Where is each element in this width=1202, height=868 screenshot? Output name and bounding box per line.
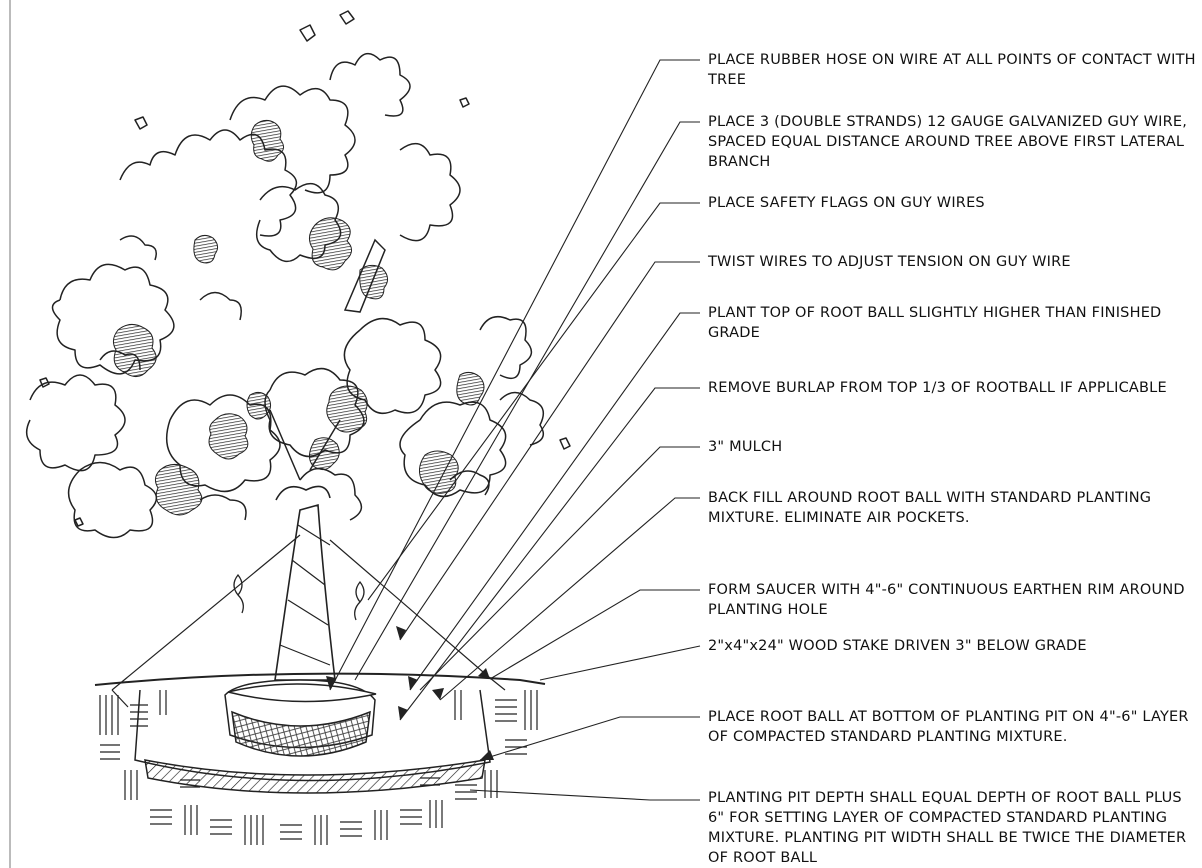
soil-texture [99,690,538,845]
note-safety-flags: PLACE SAFETY FLAGS ON GUY WIRES [708,195,985,211]
note-backfill: BACK FILL AROUND ROOT BALL WITH STANDARD… [708,490,1152,526]
tree-canopy [25,10,571,539]
note-guy-wire: PLACE 3 (DOUBLE STRANDS) 12 GAUGE GALVAN… [708,114,1188,170]
note-mulch: 3" MULCH [708,439,783,455]
note-rubber-hose: PLACE RUBBER HOSE ON WIRE AT ALL POINTS … [708,52,1196,88]
note-remove-burlap: REMOVE BURLAP FROM TOP 1/3 OF ROOTBALL I… [708,380,1167,396]
planting-pit [94,672,546,794]
guy-wires [111,534,506,708]
note-twist-wires: TWIST WIRES TO ADJUST TENSION ON GUY WIR… [708,254,1071,270]
note-saucer-rim: FORM SAUCER WITH 4"-6" CONTINUOUS EARTHE… [708,582,1185,618]
leader-lines [329,59,701,801]
note-root-ball-height: PLANT TOP OF ROOT BALL SLIGHTLY HIGHER T… [708,305,1162,341]
tree-trunk [274,485,336,681]
note-wood-stake: 2"x4"x24" WOOD STAKE DRIVEN 3" BELOW GRA… [708,638,1087,654]
note-pit-dimensions: PLANTING PIT DEPTH SHALL EQUAL DEPTH OF … [708,790,1187,866]
safety-flags [233,573,365,621]
note-root-ball-placement: PLACE ROOT BALL AT BOTTOM OF PLANTING PI… [708,709,1189,745]
tree-branches [269,238,386,481]
canopy-shading [112,119,485,516]
leader-arrowheads [326,626,494,760]
